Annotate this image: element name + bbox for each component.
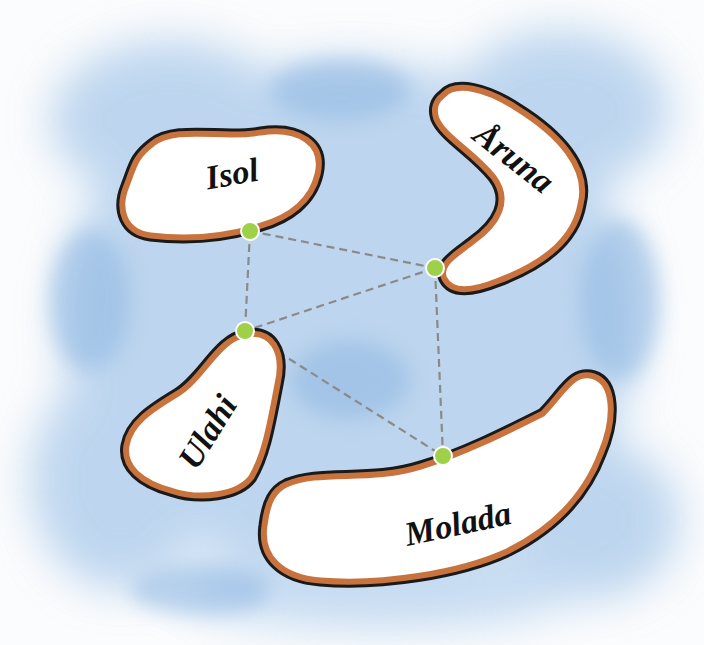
harbour-dot bbox=[236, 322, 254, 340]
sea-route bbox=[245, 268, 435, 331]
island-land bbox=[118, 127, 323, 242]
sea-route bbox=[250, 231, 435, 268]
harbour-dot bbox=[241, 222, 259, 240]
island-land bbox=[122, 329, 285, 500]
sea-route bbox=[245, 231, 250, 331]
island-shore bbox=[122, 329, 285, 500]
island-land bbox=[259, 371, 615, 586]
island: Isol bbox=[105, 115, 335, 250]
island-coastline bbox=[259, 371, 615, 586]
island: Molada bbox=[248, 355, 628, 600]
island-coastline bbox=[122, 329, 285, 500]
harbour-dot bbox=[426, 259, 444, 277]
island-outline bbox=[248, 355, 628, 600]
island-outline bbox=[418, 72, 600, 304]
island-shore bbox=[259, 371, 615, 586]
island-shore bbox=[118, 127, 323, 242]
island: Ulahi bbox=[110, 318, 298, 513]
island-coastline bbox=[118, 127, 323, 242]
harbour-dot bbox=[434, 447, 452, 465]
island-shore bbox=[430, 83, 586, 293]
island-land bbox=[430, 83, 586, 293]
sea-route bbox=[435, 268, 443, 456]
island-coastline bbox=[430, 83, 586, 293]
island: Åruna bbox=[418, 72, 600, 304]
